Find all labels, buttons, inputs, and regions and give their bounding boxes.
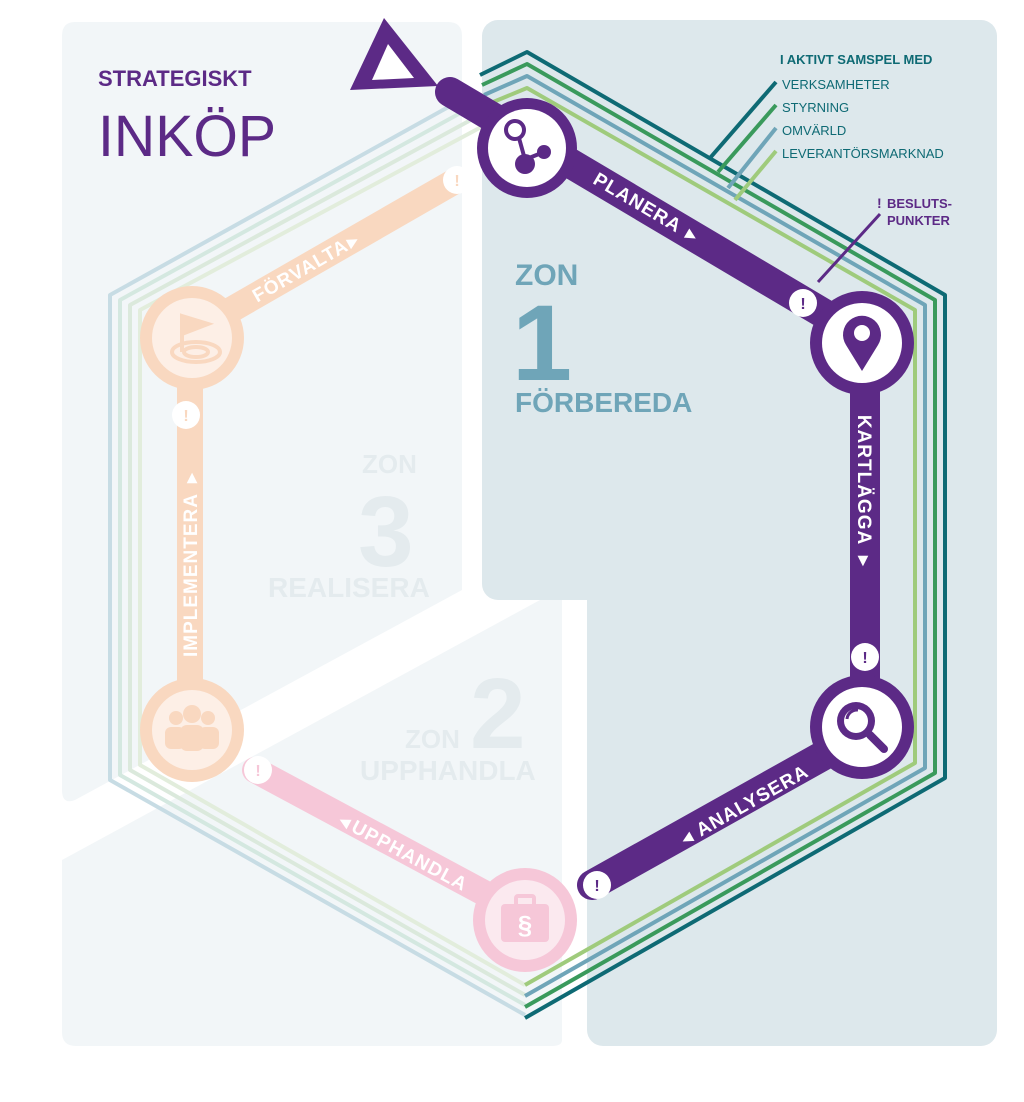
legend-heading: I AKTIVT SAMSPEL MED xyxy=(780,52,932,67)
node-upphandla: § xyxy=(473,868,577,972)
briefcase-paragraph-icon: § xyxy=(501,894,549,942)
decision-points: ! ! ! ! ! ! xyxy=(172,166,879,899)
svg-text:!: ! xyxy=(183,408,188,425)
chevron-right-icon: ▸ xyxy=(853,555,874,567)
decision-point-marker: ! xyxy=(172,401,200,429)
decision-legend-line2: PUNKTER xyxy=(887,213,950,228)
zone2-name: UPPHANDLA xyxy=(360,755,536,786)
node-planera xyxy=(477,98,577,198)
zone3-panel xyxy=(62,22,462,802)
legend-connectors xyxy=(708,80,778,202)
svg-text:!: ! xyxy=(594,878,599,895)
step-label-implementera: IMPLEMENTERA xyxy=(181,493,202,657)
decision-point-marker: ! xyxy=(583,871,611,899)
zone1-label: ZON xyxy=(515,259,578,292)
chevron-right-icon: ▸ xyxy=(181,472,202,484)
title-line1: STRATEGISKT xyxy=(98,66,252,91)
legend-item: STYRNING xyxy=(782,100,849,115)
magnifier-icon xyxy=(837,702,888,753)
legend-item: VERKSAMHETER xyxy=(782,77,890,92)
svg-text:!: ! xyxy=(862,650,867,667)
faded-outer-lines xyxy=(108,93,526,1017)
node-kartlagga xyxy=(810,291,914,395)
title-line2: INKÖP xyxy=(98,104,276,169)
zone1-name: FÖRBEREDA xyxy=(515,387,692,418)
decision-legend-line1: BESLUTS- xyxy=(887,196,952,211)
svg-text:!: ! xyxy=(255,763,260,780)
map-pin-icon xyxy=(843,315,881,371)
decision-point-marker: ! xyxy=(789,289,817,317)
decision-point-marker: ! xyxy=(851,643,879,671)
people-icon xyxy=(165,705,219,751)
decision-point-marker: ! xyxy=(443,166,471,194)
decision-point-marker: ! xyxy=(244,756,272,784)
zone1-number: 1 xyxy=(512,282,572,403)
zone3-name: REALISERA xyxy=(268,572,430,603)
zone3-number: 3 xyxy=(358,476,414,588)
zone2-label: ZON xyxy=(405,724,460,754)
zone2-number: 2 xyxy=(470,658,526,770)
step-label-kartlagga: KARTLÄGGA xyxy=(853,415,874,545)
legend-item: OMVÄRLD xyxy=(782,123,846,138)
start-arrow-icon xyxy=(350,18,438,90)
svg-text:!: ! xyxy=(454,173,459,190)
node-forvalta xyxy=(140,286,244,390)
decision-legend-symbol: ! xyxy=(877,195,882,211)
flag-target-icon xyxy=(170,313,222,364)
collaboration-lines xyxy=(479,50,947,1020)
legend-item: LEVERANTÖRSMARKNAD xyxy=(782,146,944,161)
zone3-label: ZON xyxy=(362,449,417,479)
svg-text:!: ! xyxy=(800,296,805,313)
node-analysera xyxy=(810,675,914,779)
svg-text:§: § xyxy=(518,910,532,940)
node-implementera xyxy=(140,678,244,782)
